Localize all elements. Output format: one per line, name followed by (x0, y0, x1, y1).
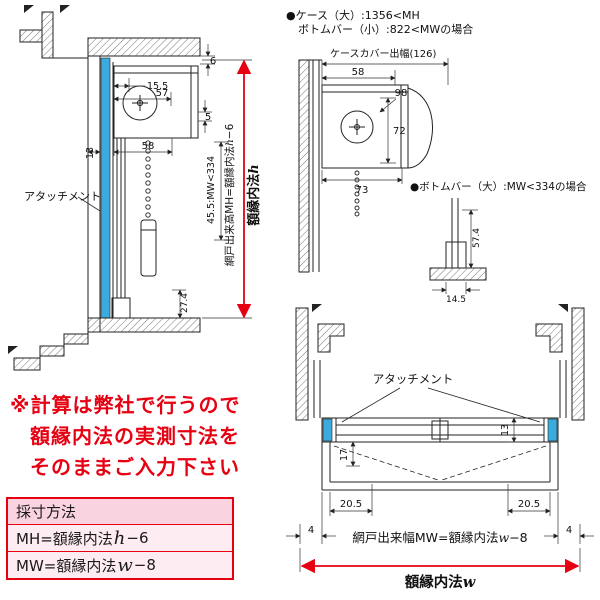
screen-height-formula: 網戸出来高MH=額縁内法h−6 (223, 123, 236, 266)
calculation-note-line2: 額縁内法の実測寸法を (30, 424, 240, 448)
mh-formula-prefix: MH=額縁内法 (16, 529, 113, 548)
table-header-measuring-method: 採寸方法 (8, 499, 232, 524)
sill (87, 317, 201, 333)
section-mark-icon (8, 346, 18, 354)
section-mark-icon (24, 5, 34, 13)
dim-label-13-plan: 13 (500, 424, 511, 436)
dim-label-15-5: 15.5 (147, 81, 168, 92)
dim-label-58-right: 58 (352, 67, 365, 78)
note-case-cover-width: ケースカバー出幅(126) (330, 47, 436, 60)
right-dimension-lines (321, 58, 480, 294)
attachment-label: アタッチメント (24, 190, 101, 203)
calculation-note-line1: ※計算は弊社で行うので (10, 393, 241, 417)
wall-fragment (298, 59, 310, 273)
dim-label-20-5-left: 20.5 (340, 499, 362, 510)
right-vertical-section (298, 59, 487, 281)
plan-section (295, 304, 585, 491)
attachment-strip-blue (322, 418, 333, 442)
dim-label-13: 13 (85, 147, 96, 159)
dim-label-98: 98 (395, 88, 408, 99)
section-mark-icon (60, 5, 70, 13)
left-vertical-section (8, 5, 201, 371)
bottom-bar (445, 241, 467, 269)
note-bottom-bar-small: ボトムバー（小）:822<MWの場合 (298, 22, 473, 36)
calculation-note: ※計算は弊社で行うので 額縁内法の実測寸法を そのままご入力下さい (10, 390, 240, 483)
dim-label-27-4: 27.4 (180, 293, 190, 313)
wall-fragment (41, 11, 54, 59)
mh-formula-suffix: −6 (126, 529, 149, 547)
head-beam (87, 37, 201, 57)
dim-label-58: 58 (142, 141, 155, 152)
dim-label-20-5-right: 20.5 (518, 499, 540, 510)
dim-label-6: 6 (210, 56, 216, 67)
sill-step (63, 333, 89, 345)
attachment-strip-blue (100, 57, 111, 319)
wall-fragment (571, 307, 585, 421)
calculation-note-line3: そのままご入力下さい (30, 455, 240, 479)
chain-weight (140, 219, 157, 277)
sill (429, 267, 487, 281)
roller-case (113, 65, 199, 139)
attachment-strip-blue (547, 418, 558, 442)
screen-mesh (111, 138, 131, 319)
sill-step (39, 345, 65, 357)
wall-fragment (19, 29, 43, 43)
case-cover-curve (407, 87, 433, 169)
dim-label-5: 5 (205, 112, 211, 123)
dim-label-45-5: 45.5:MW<334 (206, 156, 217, 224)
dim-label-72: 72 (393, 126, 406, 137)
clip-profile (535, 323, 563, 353)
case-box (321, 84, 409, 169)
mw-formula-prefix: MW=額縁内法 (16, 556, 117, 575)
dim-label-73: 73 (356, 185, 369, 196)
pulley-circle (340, 110, 374, 144)
chain (145, 140, 151, 218)
wall-fragment (295, 307, 309, 421)
mh-formula-var: h (113, 527, 126, 549)
section-mark-icon (558, 304, 568, 312)
note-case-large: ●ケース（大）:1356<MH (286, 8, 420, 22)
mw-formula-var: w (117, 554, 133, 576)
dim-label-4-right: 4 (566, 525, 572, 536)
attachment-label-plan: アタッチメント (373, 372, 454, 386)
note-bottom-bar-large: ●ボトムバー（大）:MW<334の場合 (410, 180, 587, 193)
sill-step (13, 357, 41, 371)
screen-width-formula: 網戸出来幅MW=額縁内法w−8 (352, 530, 527, 545)
dim-label-57-4: 57.4 (472, 228, 482, 248)
mw-formula-suffix: −8 (133, 556, 156, 574)
frame-width-label: 額縁内法w (404, 573, 476, 591)
dim-label-4-left: 4 (308, 525, 314, 536)
section-mark-icon (312, 304, 322, 312)
plan-dimension-lines (286, 417, 594, 572)
table-header-label: 採寸方法 (16, 503, 77, 521)
dim-label-14-5: 14.5 (446, 295, 466, 305)
dim-label-17-plan: 17 (339, 449, 350, 461)
clip-profile (317, 323, 345, 353)
dim-label-57: 57 (156, 88, 169, 99)
frame-height-label: 額縁内法h (246, 164, 262, 226)
